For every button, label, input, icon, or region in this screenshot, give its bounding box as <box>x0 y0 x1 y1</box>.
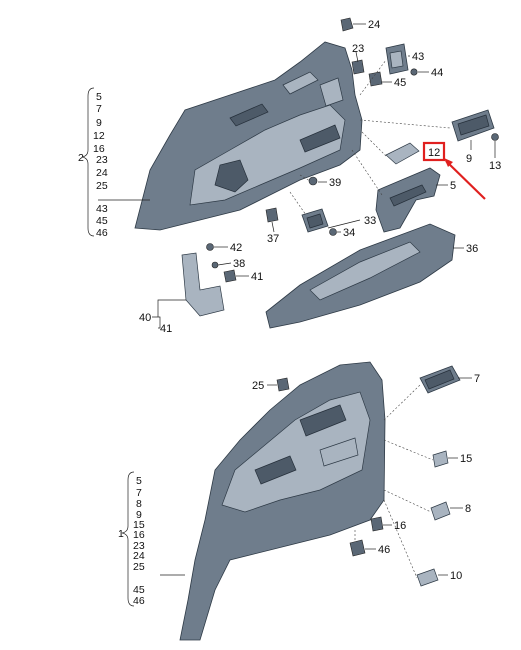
vent-33 <box>301 208 329 233</box>
cover-12 <box>385 142 420 165</box>
callout-43: 43 <box>412 51 424 63</box>
highlight-box <box>422 141 446 162</box>
group-top-item: 12 <box>93 130 105 142</box>
group-bottom-item: 15 <box>133 519 145 531</box>
clip-39 <box>308 176 318 186</box>
callout-7: 7 <box>474 373 480 385</box>
handle-5 <box>375 167 441 233</box>
callout-33: 33 <box>364 215 376 227</box>
storage-tray-36 <box>265 223 456 329</box>
clip-45 <box>368 71 383 87</box>
callout-24: 24 <box>368 19 380 31</box>
callout-45: 45 <box>394 77 406 89</box>
clip-23 <box>351 59 365 75</box>
clip-46 <box>349 539 366 557</box>
clip-37 <box>265 207 279 223</box>
clip-15 <box>432 450 449 468</box>
callout-41-b: 41 <box>160 323 172 335</box>
callout-25: 25 <box>252 380 264 392</box>
group-bottom-item: 8 <box>136 498 142 510</box>
callout-39: 39 <box>329 177 341 189</box>
bracket-40 <box>181 252 225 317</box>
callout-labels: 24 23 43 44 45 9 13 12 5 39 33 34 37 36 … <box>139 19 501 582</box>
group-top-item: 45 <box>96 215 108 227</box>
cover-10 <box>416 568 439 587</box>
highlight-arrow-head <box>444 158 453 167</box>
callout-44: 44 <box>431 67 443 79</box>
callout-41: 41 <box>251 271 263 283</box>
clip-24 <box>340 17 354 32</box>
callout-12: 12 <box>428 147 440 159</box>
group-bottom-item: 16 <box>133 529 145 541</box>
group-bottom-item: 23 <box>133 540 145 552</box>
callout-36: 36 <box>466 243 478 255</box>
group-bracket-bottom: 1 5 7 8 9 15 16 23 24 25 45 46 <box>118 471 145 607</box>
callout-34: 34 <box>343 227 355 239</box>
callout-9: 9 <box>466 153 472 165</box>
group-bottom-item: 45 <box>133 584 145 596</box>
screw-13 <box>491 133 499 141</box>
callout-42: 42 <box>230 242 242 254</box>
group-bottom-item: 24 <box>133 550 145 562</box>
clip-41 <box>223 269 237 283</box>
screw-38 <box>211 261 219 269</box>
bracket-43 <box>385 43 409 75</box>
projection-lines <box>289 59 451 579</box>
group-top-item: 24 <box>96 167 108 179</box>
screw-44 <box>410 68 418 76</box>
group-number-bottom: 1 <box>118 528 124 540</box>
group-number-top: 2 <box>78 152 84 164</box>
highlight-marker <box>422 141 486 200</box>
callout-38: 38 <box>233 258 245 270</box>
group-top-item: 9 <box>96 117 102 129</box>
clip-16 <box>370 516 384 532</box>
callout-23: 23 <box>352 43 364 55</box>
group-top-item: 43 <box>96 203 108 215</box>
callout-5: 5 <box>450 180 456 192</box>
highlight-arrow <box>445 160 486 200</box>
callout-16: 16 <box>394 520 406 532</box>
group-top-item: 25 <box>96 180 108 192</box>
callout-10: 10 <box>450 570 462 582</box>
upper-trim-panel <box>134 41 363 231</box>
callout-37: 37 <box>267 233 279 245</box>
leader-lines <box>98 23 496 576</box>
callout-40: 40 <box>139 312 151 324</box>
grille-7 <box>419 365 461 394</box>
group-bottom-item: 9 <box>136 509 142 521</box>
clip-8 <box>430 501 451 521</box>
group-bottom-item: 7 <box>136 487 142 499</box>
group-bottom-item: 46 <box>133 595 145 607</box>
group-top-item: 16 <box>93 143 105 155</box>
clip-42 <box>206 243 214 251</box>
clip-34 <box>329 228 337 236</box>
group-bottom-item: 5 <box>136 475 142 487</box>
group-bottom-item: 25 <box>133 561 145 573</box>
clip-25 <box>276 377 290 392</box>
lower-trim-panel <box>179 361 386 641</box>
callout-15: 15 <box>460 453 472 465</box>
group-top-item: 23 <box>96 154 108 166</box>
group-top-item: 5 <box>96 91 102 103</box>
grille-9 <box>451 109 495 142</box>
group-top-item: 46 <box>96 227 108 239</box>
callout-46: 46 <box>378 544 390 556</box>
callout-8: 8 <box>465 503 471 515</box>
callout-13: 13 <box>489 160 501 172</box>
group-bracket-top: 2 5 7 9 12 16 23 24 25 43 45 46 <box>78 87 108 239</box>
group-top-item: 7 <box>96 103 102 115</box>
